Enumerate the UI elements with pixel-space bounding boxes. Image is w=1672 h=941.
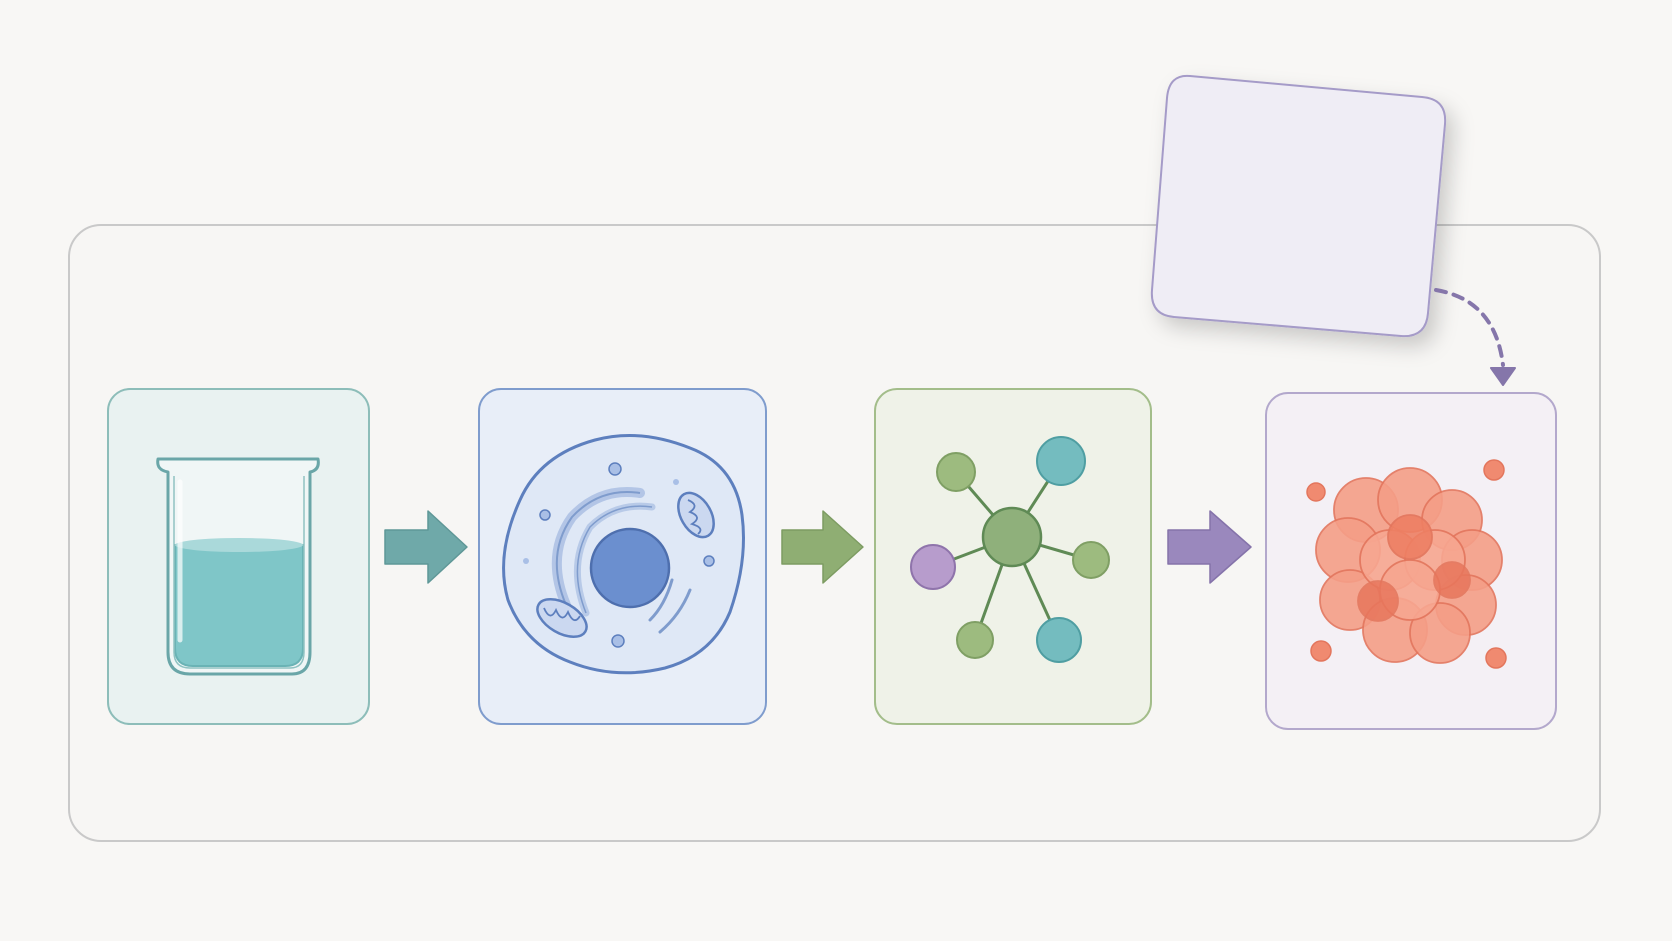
mitochondrion-shape (536, 598, 588, 638)
network-node (956, 621, 994, 659)
nucleus-shape (589, 527, 671, 609)
note-card (1150, 74, 1447, 338)
cell-icon (502, 434, 745, 675)
particle-dots (1306, 459, 1507, 669)
flow-arrow-3 (1167, 510, 1252, 584)
mitochondrion-shape (677, 491, 715, 539)
flow-arrow-1 (384, 510, 468, 584)
stage-cell (478, 388, 767, 725)
network-node (910, 544, 956, 590)
network-node (1072, 541, 1110, 579)
network-node (1036, 436, 1086, 486)
flow-arrow-2 (781, 510, 864, 584)
network-node (1036, 617, 1082, 663)
cluster-icon (1315, 467, 1503, 664)
network-hub-node (981, 506, 1043, 568)
stage-solution (107, 388, 370, 725)
network-icon (910, 436, 1110, 663)
note-card-shape (1150, 74, 1447, 338)
beaker-icon (156, 457, 320, 676)
dashed-connector-arrow (1434, 288, 1505, 367)
stage-cluster (1265, 392, 1557, 730)
network-node (936, 452, 976, 492)
stage-network (874, 388, 1152, 725)
dashed-connector-arrowhead (1490, 367, 1516, 386)
